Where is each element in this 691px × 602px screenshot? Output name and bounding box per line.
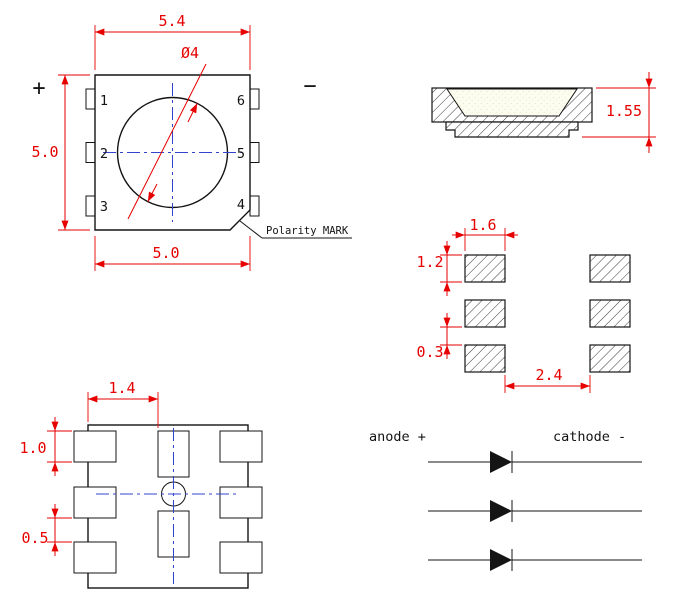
dim-bottom-pad-height-value: 1.0 <box>19 439 46 457</box>
side-view: 1.55 <box>431 72 656 153</box>
dim-bottom-pad-width-value: 1.4 <box>108 379 135 397</box>
pin6-number: 6 <box>237 93 245 109</box>
pin3-number: 3 <box>100 199 108 215</box>
pin2-number: 2 <box>100 146 108 162</box>
dim-package-height: 1.55 <box>582 72 656 153</box>
diode-symbol <box>490 500 512 522</box>
dim-pad-width: 1.6 <box>452 216 518 251</box>
plus-sign: + <box>32 76 45 101</box>
dim-row-gap-value: 0.3 <box>416 343 443 361</box>
polarity-mark-label: Polarity MARK <box>266 225 349 237</box>
dim-bottom-pad-gap-value: 0.5 <box>21 529 48 547</box>
dim-bottom-pad-gap: 0.5 <box>21 504 72 556</box>
diode-symbol <box>490 549 512 571</box>
bottom-view: 1.4 1.0 0.5 <box>19 379 263 589</box>
diameter-arrow <box>147 183 158 202</box>
circuit-diagram: anode + cathode - <box>369 429 642 571</box>
solder-pad-layout: 1.6 1.2 0.3 2.4 <box>416 216 631 393</box>
bottom-pad <box>73 430 117 463</box>
bottom-pad <box>73 541 117 574</box>
polarity-mark-callout: Polarity MARK <box>239 220 352 239</box>
dim-top-width-value: 5.4 <box>158 12 185 30</box>
top-view: 1 2 3 6 5 4 + − 5.4 5.0 5.0 <box>31 12 352 271</box>
dim-lens-diameter-value: Ø4 <box>181 44 199 62</box>
dim-column-gap: 2.4 <box>504 366 591 393</box>
minus-sign: − <box>303 74 316 99</box>
dim-body-height-value: 5.0 <box>31 143 58 161</box>
solder-pad <box>589 299 631 328</box>
dim-bottom-width-value: 5.0 <box>152 244 179 262</box>
solder-pad <box>589 254 631 283</box>
solder-pad <box>464 299 506 328</box>
bottom-pad <box>219 541 263 574</box>
solder-pad <box>464 344 506 373</box>
dim-pad-height-value: 1.2 <box>416 253 443 271</box>
dim-top-width: 5.4 <box>94 12 251 70</box>
diode-symbol <box>490 451 512 473</box>
pin1-number: 1 <box>100 93 108 109</box>
leader-line <box>239 220 263 239</box>
dim-bottom-pad-height: 1.0 <box>19 417 72 476</box>
dim-row-gap: 0.3 <box>416 313 462 361</box>
diode-2 <box>428 500 642 522</box>
dim-bottom-pad-width: 1.4 <box>87 379 159 428</box>
pin5-number: 5 <box>237 146 245 162</box>
diameter-line <box>127 63 207 220</box>
dim-bottom-width: 5.0 <box>94 236 251 271</box>
bottom-pad <box>219 430 263 463</box>
dim-lens-diameter: Ø4 <box>127 44 207 220</box>
anode-label: anode + <box>369 429 426 445</box>
bottom-pad <box>73 486 117 519</box>
cathode-label: cathode - <box>553 429 626 445</box>
reflector-cavity <box>446 88 578 117</box>
diode-3 <box>428 549 642 571</box>
dim-body-height: 5.0 <box>31 74 90 231</box>
dim-pad-height: 1.2 <box>416 241 462 296</box>
solder-pad <box>589 344 631 373</box>
diode-1 <box>428 451 642 473</box>
package-section-base <box>445 121 579 138</box>
dim-package-height-value: 1.55 <box>606 102 642 120</box>
pin4-number: 4 <box>237 197 245 213</box>
bottom-pad <box>219 486 263 519</box>
dim-pad-width-value: 1.6 <box>469 216 496 234</box>
dim-column-gap-value: 2.4 <box>535 366 562 384</box>
diameter-arrow <box>187 103 198 123</box>
solder-pad <box>464 254 506 283</box>
